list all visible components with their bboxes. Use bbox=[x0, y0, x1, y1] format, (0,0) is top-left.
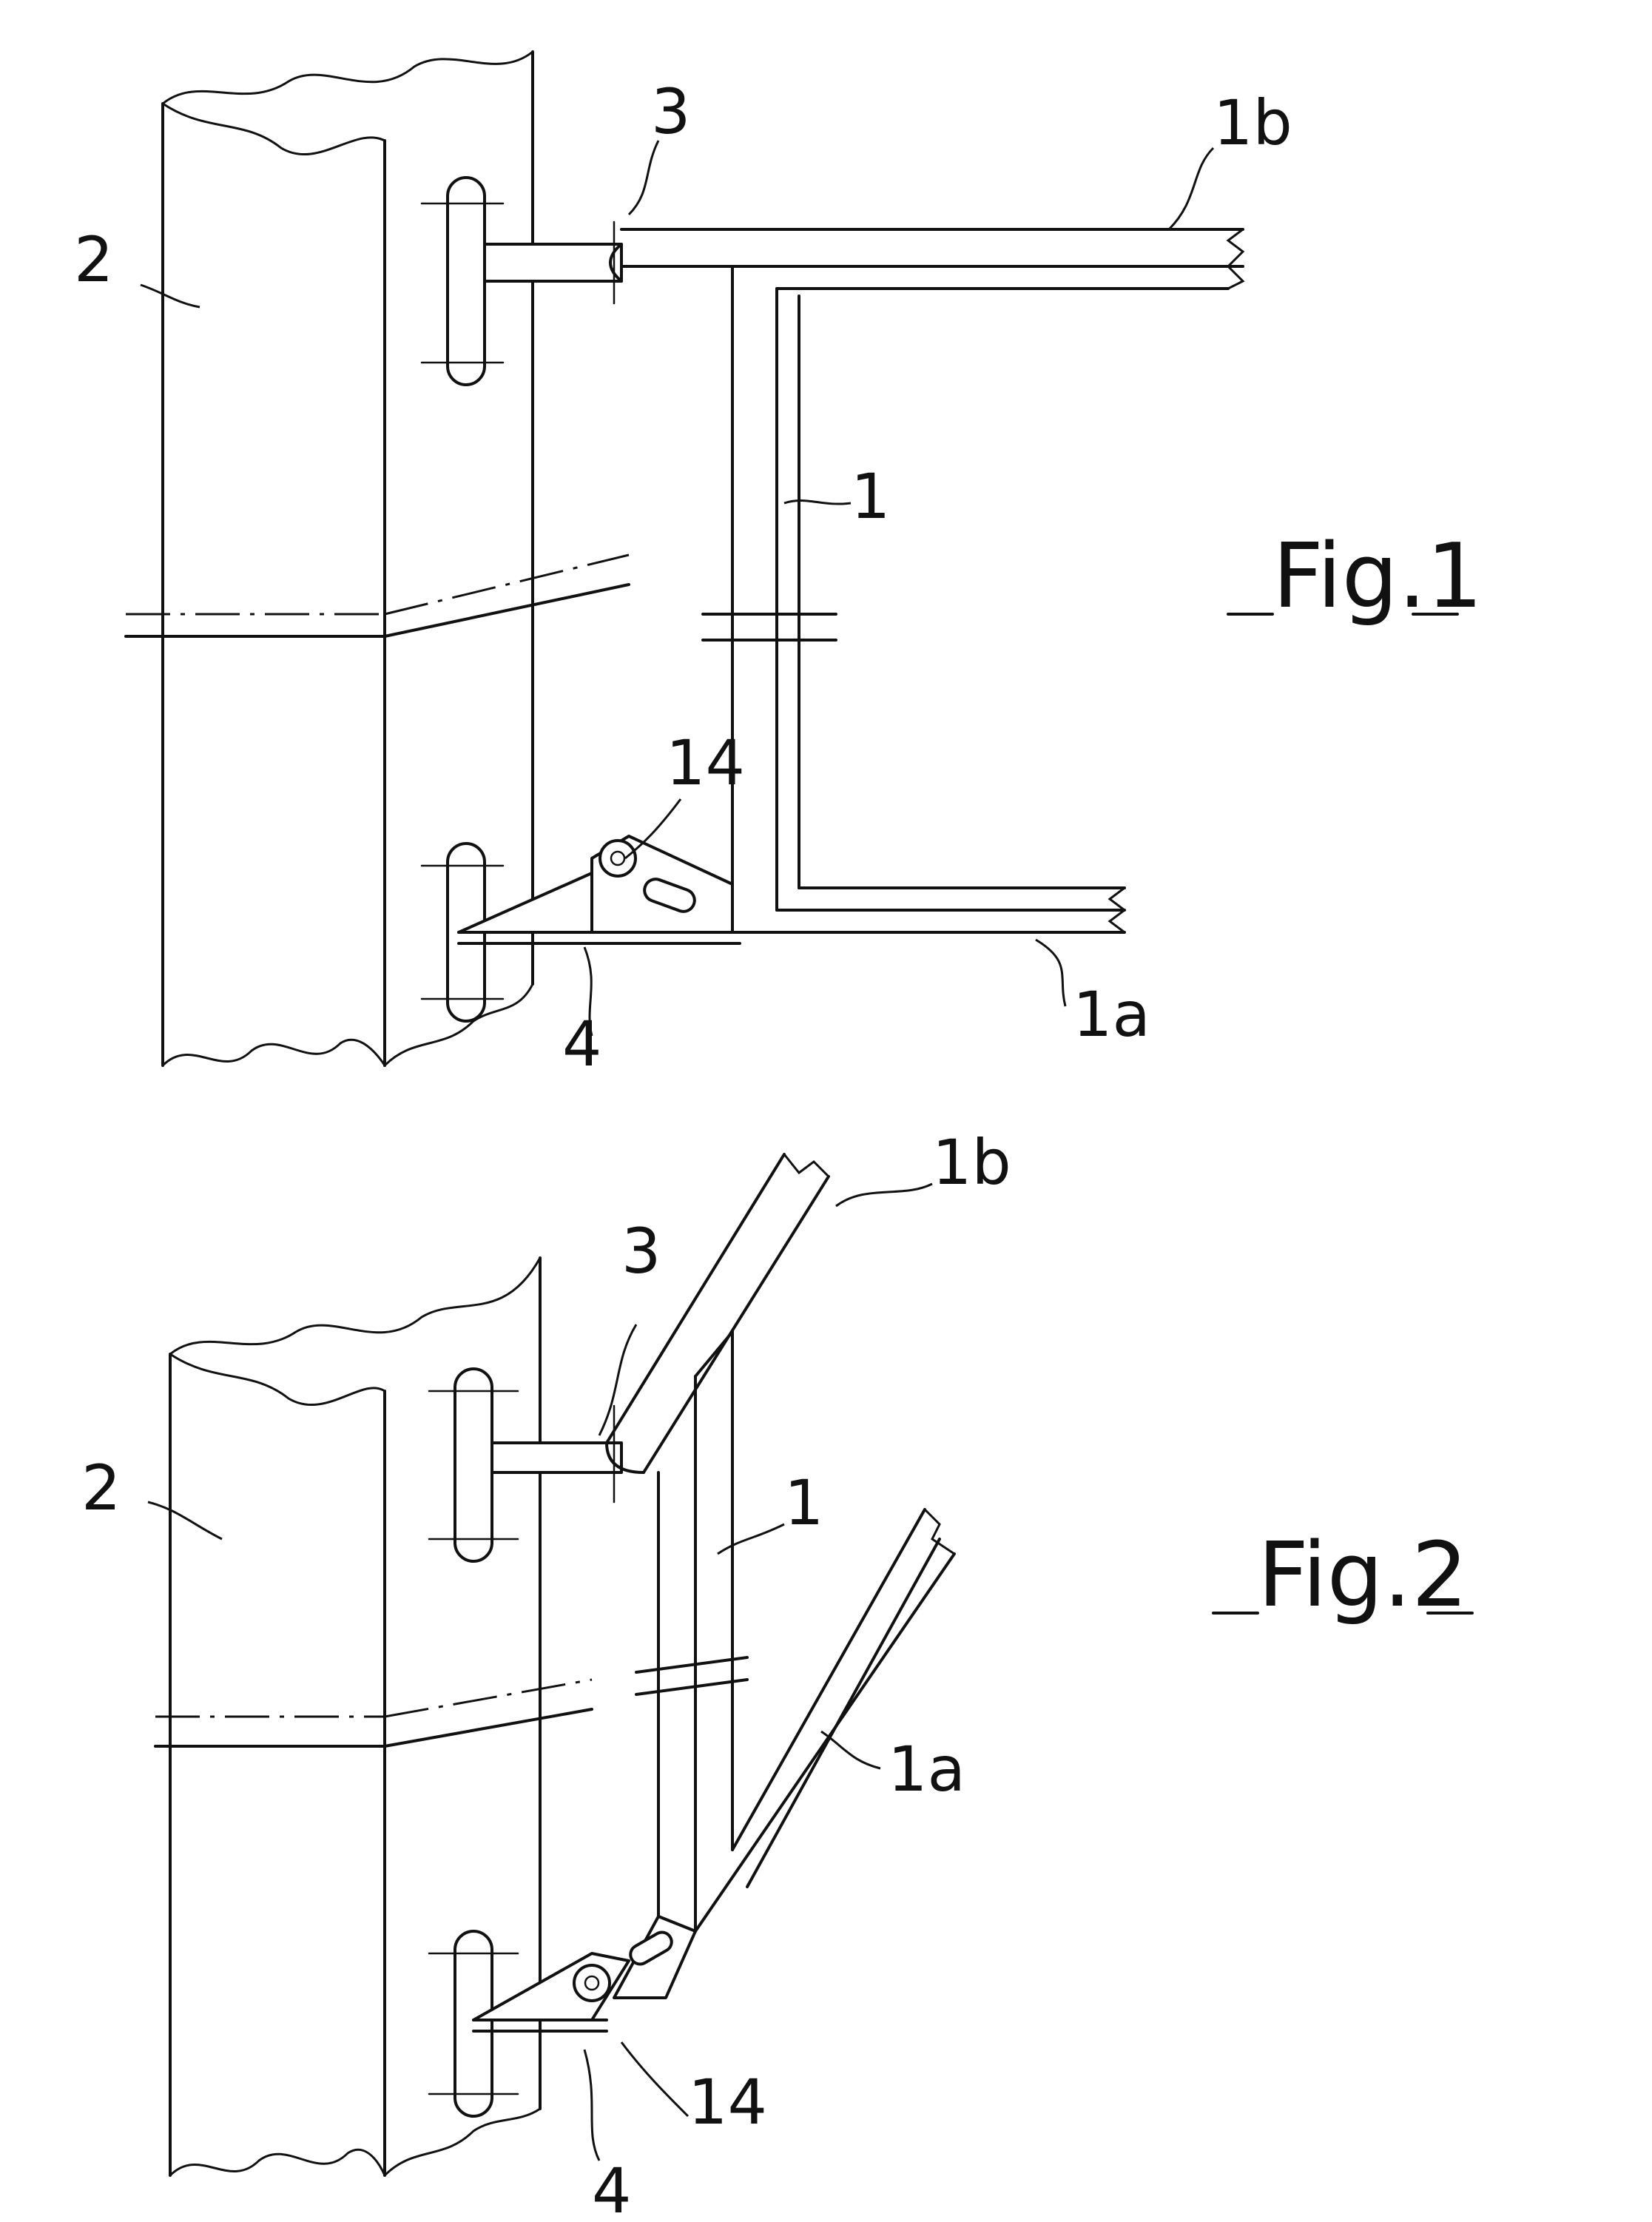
label-lower-arm: 1a bbox=[888, 1733, 965, 1805]
figure-caption: Fig.1 bbox=[1272, 525, 1483, 628]
label-post: 2 bbox=[74, 223, 113, 296]
label-upper-arm: 1b bbox=[932, 1126, 1011, 1199]
upper-bracket bbox=[420, 176, 623, 386]
label-upper-bracket: 3 bbox=[651, 75, 690, 148]
label-latch: 14 bbox=[688, 2066, 767, 2138]
label-lower-bracket: 4 bbox=[592, 2155, 631, 2222]
label-frame: 1 bbox=[851, 460, 890, 533]
label-upper-bracket: 3 bbox=[621, 1215, 661, 1287]
figure-caption: Fig.2 bbox=[1258, 1524, 1468, 1627]
frame bbox=[605, 1153, 956, 1933]
frame bbox=[609, 228, 1245, 934]
post bbox=[154, 1256, 593, 2177]
label-lower-bracket: 4 bbox=[562, 1008, 601, 1080]
label-upper-arm: 1b bbox=[1213, 87, 1292, 159]
label-post: 2 bbox=[81, 1452, 121, 1524]
figure-1: 2 3 1b 1 14 4 1a Fig.1 bbox=[74, 50, 1483, 1080]
lower-bracket bbox=[420, 835, 741, 1023]
label-frame: 1 bbox=[784, 1467, 823, 1539]
figure-2: 2 3 1b 1 1a 14 4 Fig.2 bbox=[81, 1126, 1474, 2222]
label-latch: 14 bbox=[666, 727, 745, 799]
lower-bracket bbox=[428, 1915, 697, 2118]
post bbox=[124, 50, 630, 1067]
label-lower-arm: 1a bbox=[1073, 978, 1150, 1051]
upper-bracket bbox=[428, 1367, 623, 1563]
